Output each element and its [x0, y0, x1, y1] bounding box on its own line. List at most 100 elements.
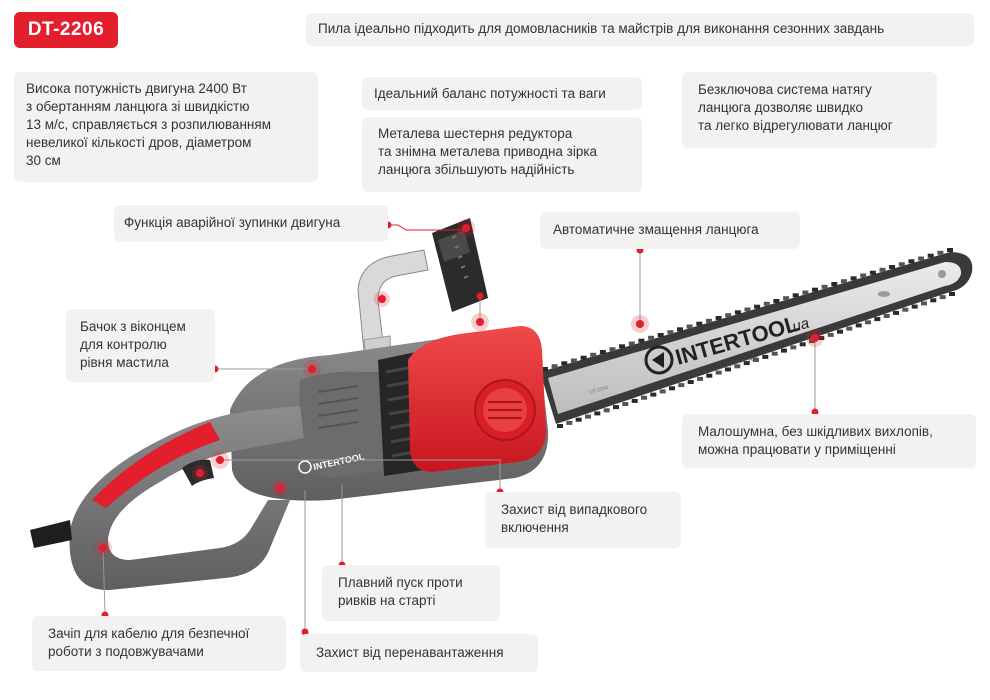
chain-tooth [879, 267, 886, 272]
cable-hook-callout: Зачіп для кабелю для безпечної роботи з … [32, 616, 286, 671]
chain-tooth [763, 301, 770, 306]
chain-tooth [628, 341, 635, 346]
chain-tooth [705, 318, 712, 323]
chain-tooth [575, 417, 582, 422]
chain-tooth [678, 383, 685, 388]
chain-tooth [927, 253, 934, 258]
chain-tooth [706, 373, 713, 378]
chain-brake-guard [432, 218, 488, 312]
chain-tooth [949, 292, 955, 296]
chain-tooth [939, 295, 946, 300]
chain-tooth [622, 402, 629, 406]
chain-tooth [659, 389, 666, 394]
chain-tooth [613, 405, 619, 410]
bar-brand-suffix: .ua [786, 315, 811, 337]
chain-tooth [557, 424, 563, 428]
body-logo-icon [298, 460, 312, 474]
chain-tooth [831, 282, 838, 286]
chain-tooth [812, 287, 818, 292]
feature-markers [94, 219, 824, 636]
chain-tooth [631, 398, 638, 403]
chain-tooth [855, 323, 862, 328]
chain-tooth [551, 364, 558, 369]
bar-marking: DT-2206 [589, 385, 609, 396]
chain-tooth [883, 314, 890, 318]
chain-tooth [542, 367, 548, 371]
accidental-start-callout: Захист від випадкового включення [485, 492, 681, 548]
keyless-callout: Безключова система натягу ланцюга дозвол… [682, 72, 937, 148]
chain-tooth [754, 304, 761, 309]
chain-tooth [725, 367, 731, 372]
chain-tooth [677, 327, 683, 332]
chain-tooth [921, 301, 927, 306]
chain-tooth [638, 338, 645, 343]
bar-logo [644, 345, 674, 375]
chain-tooth [715, 370, 722, 375]
chain-tooth [650, 392, 657, 397]
auto-lube-callout: Автоматичне змащення ланцюга [540, 212, 800, 249]
chain-tooth [734, 310, 741, 315]
chain-tooth [686, 324, 693, 329]
chain-tooth [619, 344, 626, 349]
emergency-stop-callout: Функція аварійної зупинки двигуна [114, 205, 388, 242]
chain-tooth [648, 335, 655, 340]
chain-tooth [792, 293, 799, 298]
chain-tooth [570, 358, 577, 363]
red-side-cover [408, 326, 546, 472]
chain-tooth [846, 326, 853, 331]
chain-tooth [687, 380, 694, 384]
chain-tooth [790, 345, 797, 350]
chain-tooth [641, 395, 647, 400]
chain-tooth [889, 265, 896, 269]
chain-tooth [609, 347, 616, 352]
chain-tooth [893, 310, 899, 315]
power-callout: Висока потужність двигуна 2400 Вт з обер… [14, 72, 318, 182]
chain-tooth [669, 386, 675, 391]
chain-tooth [603, 408, 610, 413]
soft-start-callout: Плавний пуск проти ривків на старті [322, 565, 500, 621]
chain-teeth [542, 248, 955, 428]
chain-tooth [947, 248, 953, 252]
chain-tooth [818, 336, 825, 340]
balance-callout: Ідеальний баланс потужності та ваги [362, 77, 642, 110]
guide-bar [540, 252, 973, 424]
headline-callout: Пила ідеально підходить для домовласникі… [306, 13, 974, 46]
chain-tooth [850, 276, 857, 281]
chain-tooth [802, 290, 809, 295]
chain-tooth [594, 411, 601, 416]
chain-tooth [781, 348, 787, 353]
chain-tooth [715, 316, 722, 320]
chain-tooth [783, 296, 790, 301]
chain-tooth [771, 351, 778, 356]
chain-tooth [725, 313, 732, 318]
chain-tooth [762, 354, 769, 359]
model-badge: DT-2206 [14, 12, 118, 48]
chain-tooth [753, 358, 759, 362]
chain-tooth [902, 307, 909, 312]
chain-tooth [799, 342, 806, 347]
chain-tooth [580, 355, 587, 360]
chain-tooth [821, 284, 828, 289]
chain-tooth [930, 298, 937, 303]
chain-tooth [744, 307, 751, 312]
chain-tooth [809, 339, 815, 344]
chain-tooth [590, 352, 597, 357]
overload-callout: Захист від перенавантаження [300, 634, 538, 672]
chain-tooth [869, 270, 876, 275]
leader-lines [102, 224, 816, 632]
chain-tooth [860, 273, 867, 278]
chain-tooth [657, 333, 664, 337]
chain-tooth [827, 332, 834, 337]
oil-tank-callout: Бачок з віконцем для контролю рівня маст… [66, 309, 215, 382]
chain-tooth [874, 317, 881, 322]
chain-tooth [911, 304, 918, 309]
chain-tooth [898, 262, 905, 267]
rear-handle [30, 406, 304, 591]
chain-tooth [918, 256, 925, 261]
chain-tooth [865, 320, 871, 325]
chain-tooth [734, 364, 741, 369]
chain-tooth [667, 330, 674, 335]
gear-callout: Металева шестерня редуктора та знімна ме… [362, 117, 642, 192]
chain-tooth [908, 259, 915, 264]
